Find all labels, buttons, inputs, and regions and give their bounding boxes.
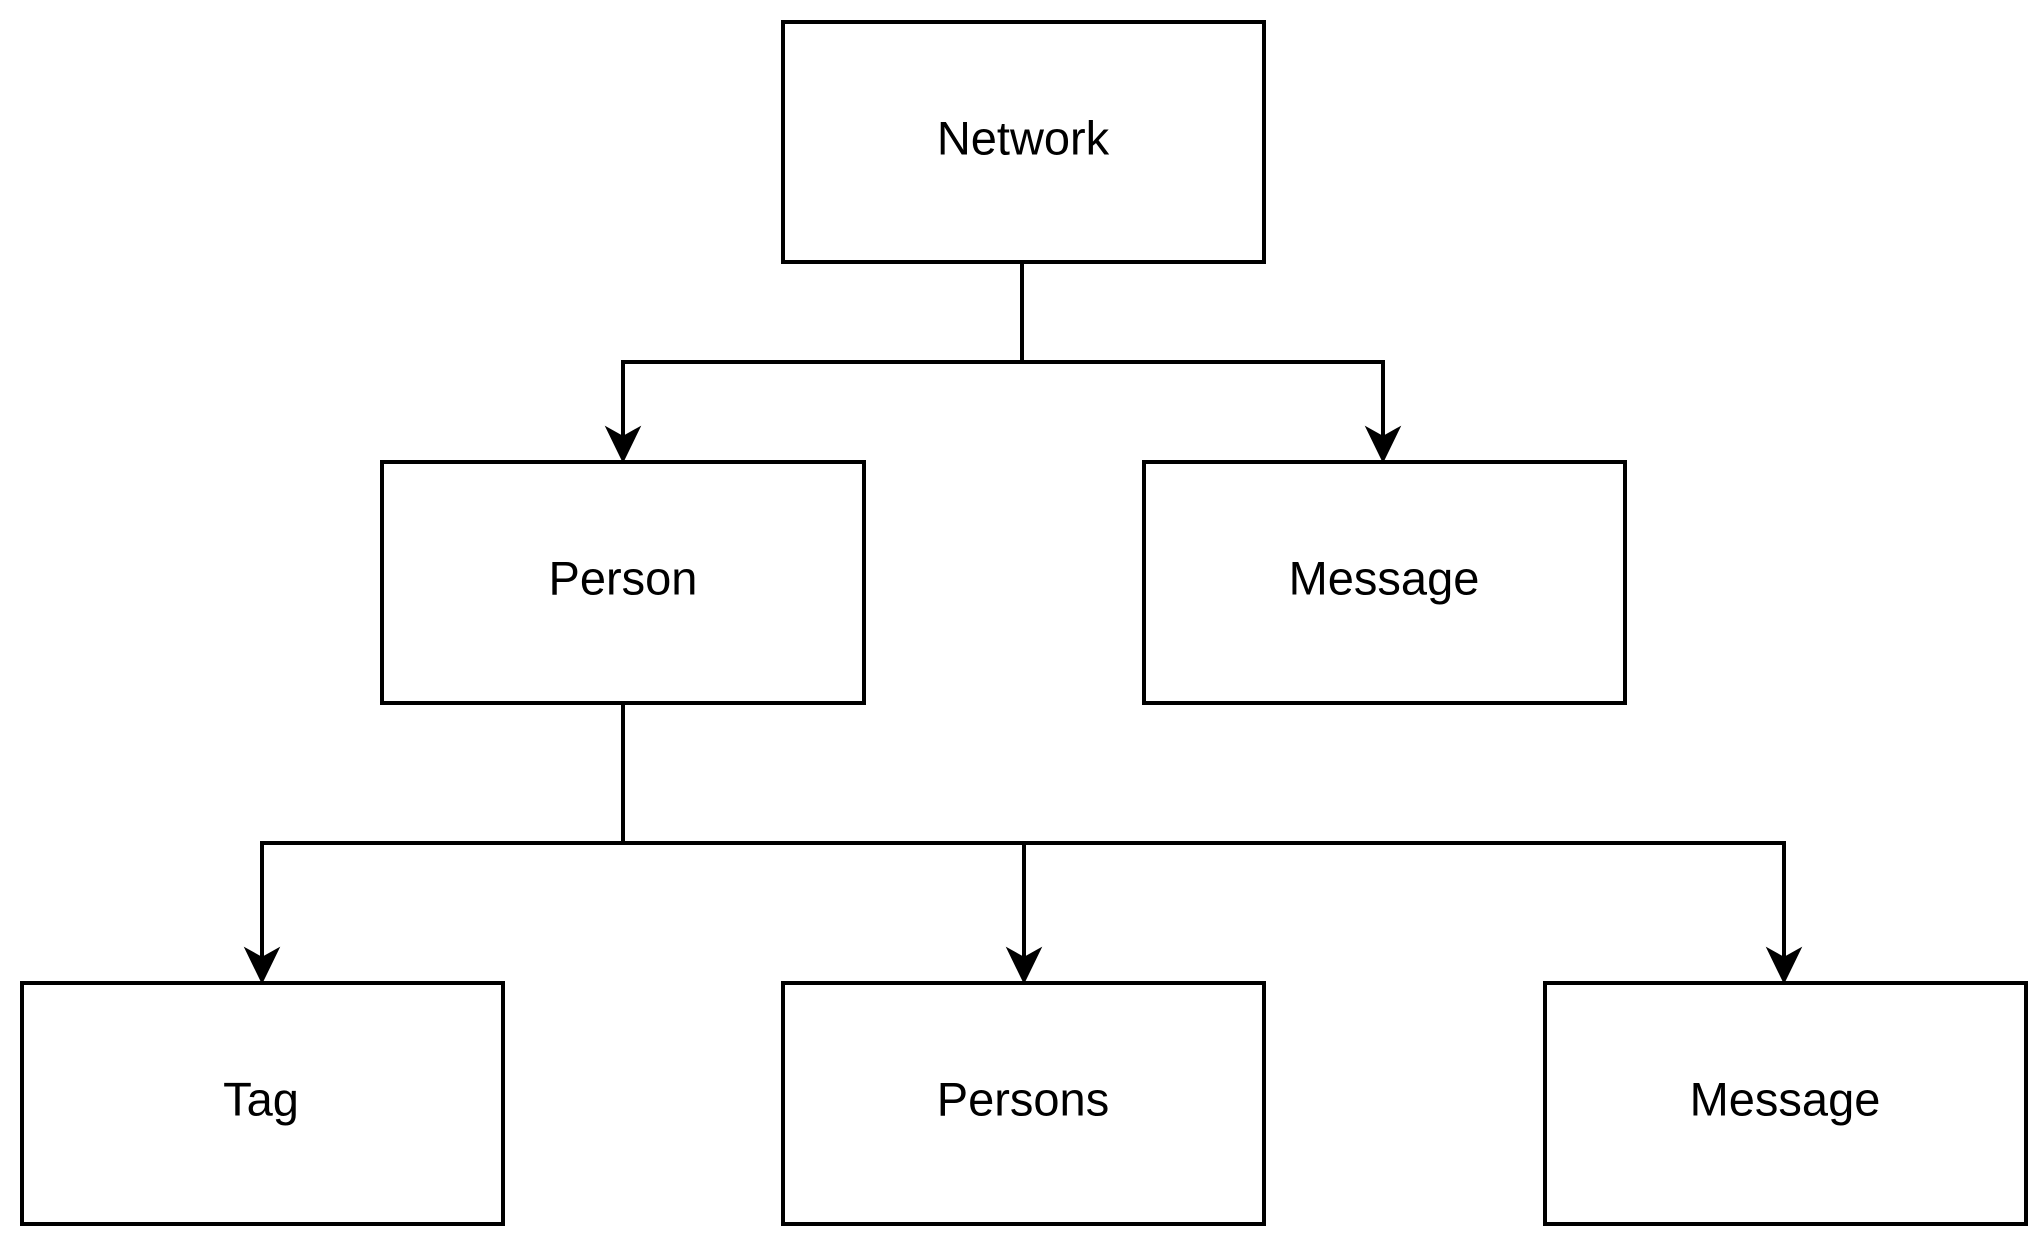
node-persons-label: Persons (937, 1072, 1109, 1125)
node-message-top-label: Message (1289, 551, 1480, 604)
node-tag-label: Tag (223, 1072, 299, 1125)
node-person-label: Person (549, 551, 698, 604)
arrow-head-icon (243, 946, 281, 985)
arrow-head-icon (604, 425, 642, 464)
node-tag: Tag (20, 981, 505, 1226)
edge-network-to-message (1022, 360, 1402, 464)
edge-person-to-message (1024, 841, 1803, 985)
node-message-top: Message (1142, 460, 1627, 705)
node-message-bottom: Message (1543, 981, 2028, 1226)
node-persons: Persons (781, 981, 1266, 1226)
arrow-head-icon (1765, 946, 1803, 985)
edge-person-to-tag (243, 703, 625, 985)
arrow-head-icon (1364, 425, 1402, 464)
edge-network-to-person (604, 262, 1024, 464)
arrow-head-icon (1005, 946, 1043, 985)
node-network-label: Network (937, 111, 1110, 164)
node-network: Network (781, 20, 1266, 264)
node-person: Person (380, 460, 866, 705)
edge-person-to-persons (623, 841, 1043, 985)
node-message-bottom-label: Message (1690, 1072, 1881, 1125)
